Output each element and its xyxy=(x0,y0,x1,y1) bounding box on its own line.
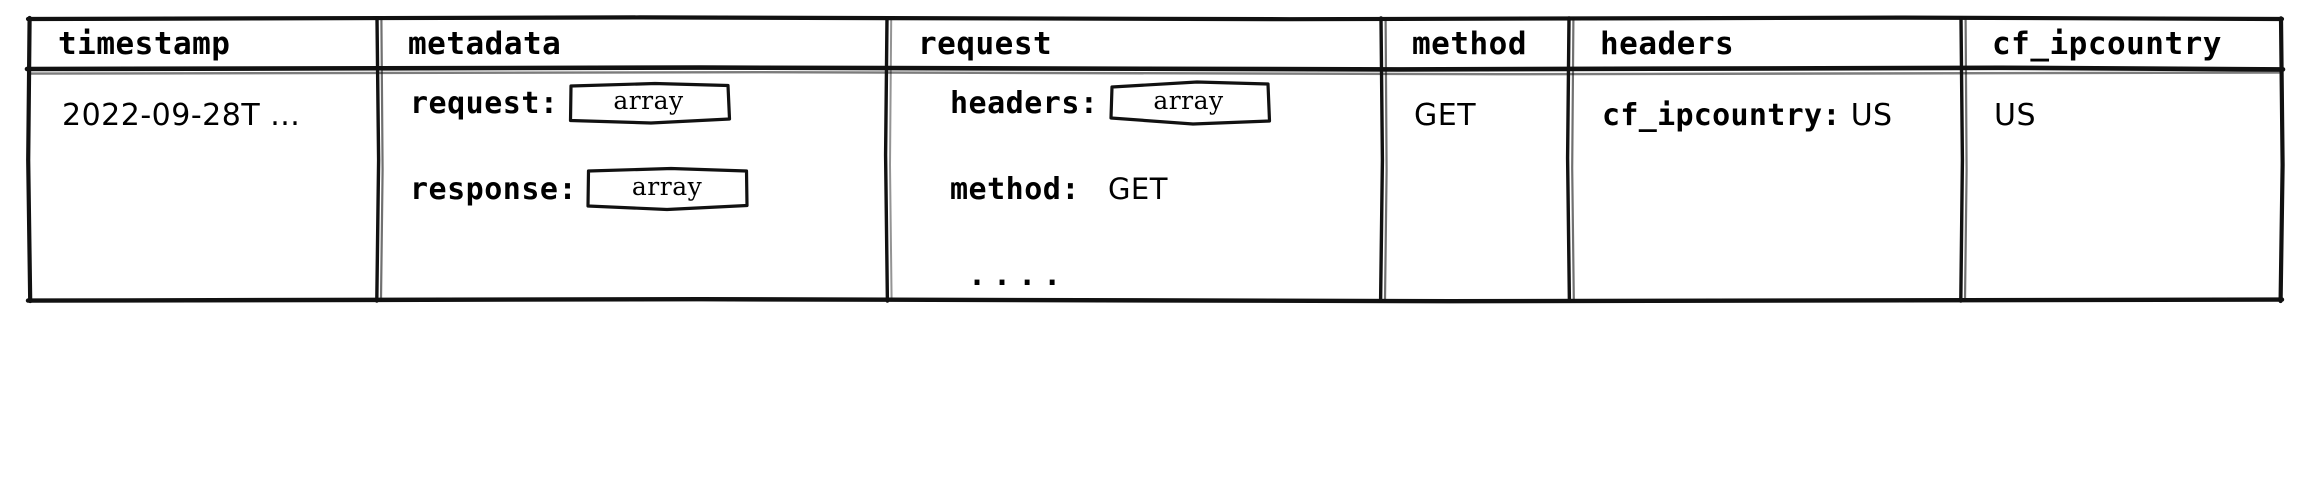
cell-cf-ipcountry: US xyxy=(1994,86,2036,144)
metadata-field-request: request: array xyxy=(410,74,751,132)
column-header-headers[interactable]: headers xyxy=(1600,26,1735,62)
cell-headers: cf_ipcountry: US xyxy=(1602,86,1892,144)
request-field-headers: headers: array xyxy=(950,74,1273,132)
array-chip-label: array xyxy=(1153,86,1224,115)
cell-timestamp: 2022-09-28T ... xyxy=(62,86,300,144)
request-ellipsis: .... xyxy=(950,246,1273,304)
cell-request: headers: array method: GET .... xyxy=(950,74,1273,304)
request-method-value: GET xyxy=(1107,172,1168,206)
column-header-method[interactable]: method xyxy=(1412,26,1527,62)
method-value-row: GET xyxy=(1414,86,1476,144)
array-chip-label: array xyxy=(613,86,684,115)
headers-value: US xyxy=(1850,97,1893,133)
headers-kv-row: cf_ipcountry: US xyxy=(1602,86,1892,144)
metadata-field-response: response: array xyxy=(410,160,751,218)
array-chip[interactable]: array xyxy=(583,165,751,213)
sketch-box-icon xyxy=(1108,80,1271,126)
cell-method: GET xyxy=(1414,86,1476,144)
column-header-metadata[interactable]: metadata xyxy=(408,26,562,62)
request-field-method: method: GET xyxy=(950,160,1273,218)
request-headers-label: headers: xyxy=(950,85,1099,121)
ellipsis-label: .... xyxy=(968,257,1069,293)
array-chip[interactable]: array xyxy=(1105,79,1273,127)
column-header-timestamp[interactable]: timestamp xyxy=(58,26,231,62)
cell-metadata: request: array response: array xyxy=(410,74,751,218)
timestamp-value: 2022-09-28T ... xyxy=(62,97,301,133)
sketch-box-icon xyxy=(568,81,731,125)
metadata-request-label: request: xyxy=(410,85,559,121)
table-row: 2022-09-28T ... xyxy=(62,86,300,144)
sketch-box-icon xyxy=(586,166,749,212)
column-header-cf-ipcountry[interactable]: cf_ipcountry xyxy=(1992,26,2222,62)
headers-key: cf_ipcountry: xyxy=(1602,97,1841,133)
array-chip[interactable]: array xyxy=(565,79,733,127)
column-header-request[interactable]: request xyxy=(918,26,1053,62)
cf-ipcountry-value: US xyxy=(1994,97,2037,133)
request-method-label: method: xyxy=(950,171,1080,207)
metadata-response-label: response: xyxy=(410,171,578,207)
cf-ipcountry-value-row: US xyxy=(1994,86,2036,144)
array-chip-label: array xyxy=(631,172,703,201)
method-value: GET xyxy=(1414,97,1477,133)
